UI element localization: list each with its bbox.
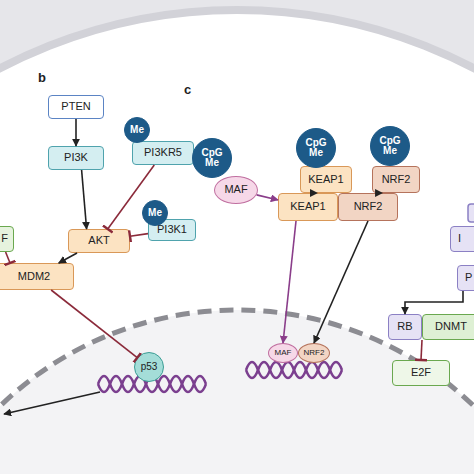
protein-box: E2F <box>392 360 450 386</box>
node-text: MAF <box>224 184 247 196</box>
protein-oval: MAF <box>214 176 258 204</box>
node-text: F <box>1 233 8 245</box>
activation-arrow <box>82 170 87 229</box>
activation-arrow <box>59 253 77 263</box>
protein-box: NRF2 <box>372 166 420 193</box>
activation-arrow <box>75 119 77 146</box>
protein-box: PI3K <box>48 146 104 170</box>
cpg-methyl-mark: CpG Me <box>370 126 410 166</box>
protein-box: MDM2 <box>0 263 74 290</box>
cell-membrane <box>0 10 474 474</box>
node-text: AKT <box>88 235 109 247</box>
node-text: MAF <box>275 349 292 357</box>
node-text: PTEN <box>61 101 90 113</box>
cpg-methyl-mark: CpG Me <box>296 128 336 168</box>
protein-box: I <box>450 226 474 252</box>
protein-box: AKT <box>68 229 130 253</box>
protein-box: DNMT <box>422 314 474 340</box>
node-text: p53 <box>141 362 158 373</box>
node-text: KEAP1 <box>290 201 325 213</box>
node-text: PI3K1 <box>157 224 187 236</box>
nucleus-envelope <box>0 310 474 474</box>
inhibition-line <box>6 252 10 263</box>
node-text: Me <box>148 208 162 219</box>
node-text: Me <box>130 125 144 136</box>
node-text: CpG Me <box>303 138 329 159</box>
activation-arrow <box>314 221 368 343</box>
node-text: NRF2 <box>304 349 325 357</box>
protein-circle: p53 <box>134 352 164 382</box>
dna-helix <box>246 362 342 378</box>
node-text: E2F <box>411 367 431 379</box>
protein-box: F <box>0 226 14 252</box>
panel-letter: b <box>38 70 46 85</box>
node-text: PI3KR5 <box>144 147 182 159</box>
activation-arrow <box>257 195 278 200</box>
node-text: P <box>465 272 472 284</box>
gene-box: PTEN <box>48 95 104 119</box>
node-text: KEAP1 <box>308 174 343 186</box>
complex-box: NRF2 <box>338 193 398 221</box>
cpg-methyl-mark: CpG Me <box>192 138 232 178</box>
node-text: I <box>458 233 461 245</box>
protein-box: P <box>457 265 474 291</box>
node-text: CpG Me <box>199 148 225 169</box>
inhibition-line <box>130 234 148 237</box>
protein-box: KEAP1 <box>300 166 352 193</box>
inhibition-line <box>51 290 137 358</box>
dna-strand <box>246 362 342 378</box>
node-text: NRF2 <box>382 174 411 186</box>
inhibition-line <box>421 340 422 360</box>
node-text: CpG Me <box>377 136 403 157</box>
activation-arrow <box>405 291 463 314</box>
protein-box: PI3KR5 <box>132 141 194 165</box>
methyl-mark: Me <box>124 117 150 143</box>
node-text: MDM2 <box>18 271 50 283</box>
activation-arrow <box>283 221 296 343</box>
node-text: RB <box>397 321 412 333</box>
dna-strand <box>246 362 342 378</box>
panel-letter: c <box>184 82 191 97</box>
bound-factor: NRF2 <box>298 343 330 363</box>
output-arrow <box>4 392 100 414</box>
complex-box: KEAP1 <box>278 193 338 221</box>
node-text: NRF2 <box>354 201 383 213</box>
node-text: DNMT <box>435 321 467 333</box>
protein-box-fragment <box>468 204 474 222</box>
node-text: PI3K <box>64 152 88 164</box>
protein-box: RB <box>388 314 422 340</box>
bound-factor: MAF <box>268 343 298 363</box>
methyl-mark: Me <box>142 200 168 226</box>
